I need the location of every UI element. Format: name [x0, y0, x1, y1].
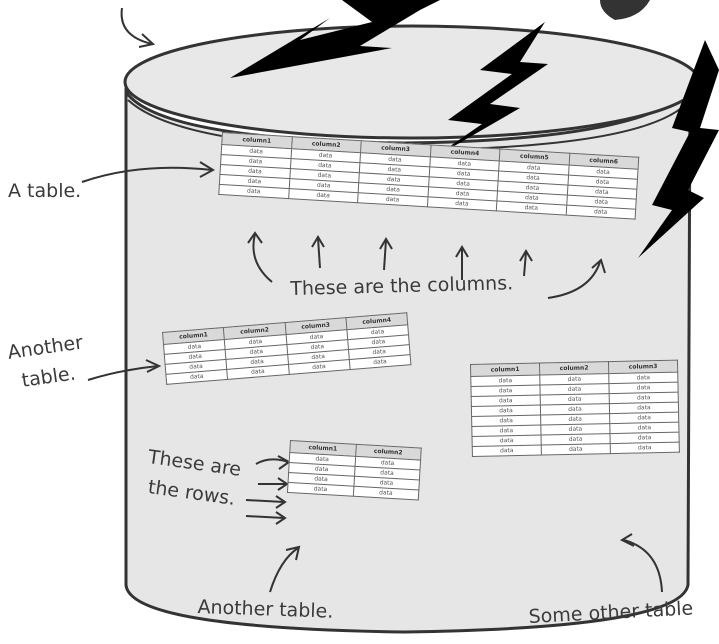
top-curved-arrow	[120, 7, 153, 45]
database-cylinder-top	[123, 24, 701, 140]
row-arrows	[245, 455, 291, 525]
lightning-bolt-left	[230, 0, 440, 78]
label-a-table: A table.	[8, 180, 82, 202]
label-another-table-bottom: Another table.	[197, 595, 334, 623]
table-cell: data	[610, 442, 680, 454]
table-other: column1 column2 column3 data data data d…	[470, 359, 680, 457]
table-small: column1 column2 data data data data data…	[286, 440, 422, 501]
table-cell: data	[541, 443, 611, 456]
bottom-table-arrow	[269, 547, 299, 593]
another-table-arrow	[87, 365, 159, 381]
other-table-arrow	[623, 539, 663, 593]
table-cell: data	[472, 445, 542, 457]
column-arrows	[247, 231, 606, 299]
lightning-bolt-middle	[430, 22, 548, 160]
a-table-arrow	[81, 166, 213, 183]
top-right-dark-shape	[600, 0, 650, 20]
lightning-bolt-right	[638, 40, 719, 258]
